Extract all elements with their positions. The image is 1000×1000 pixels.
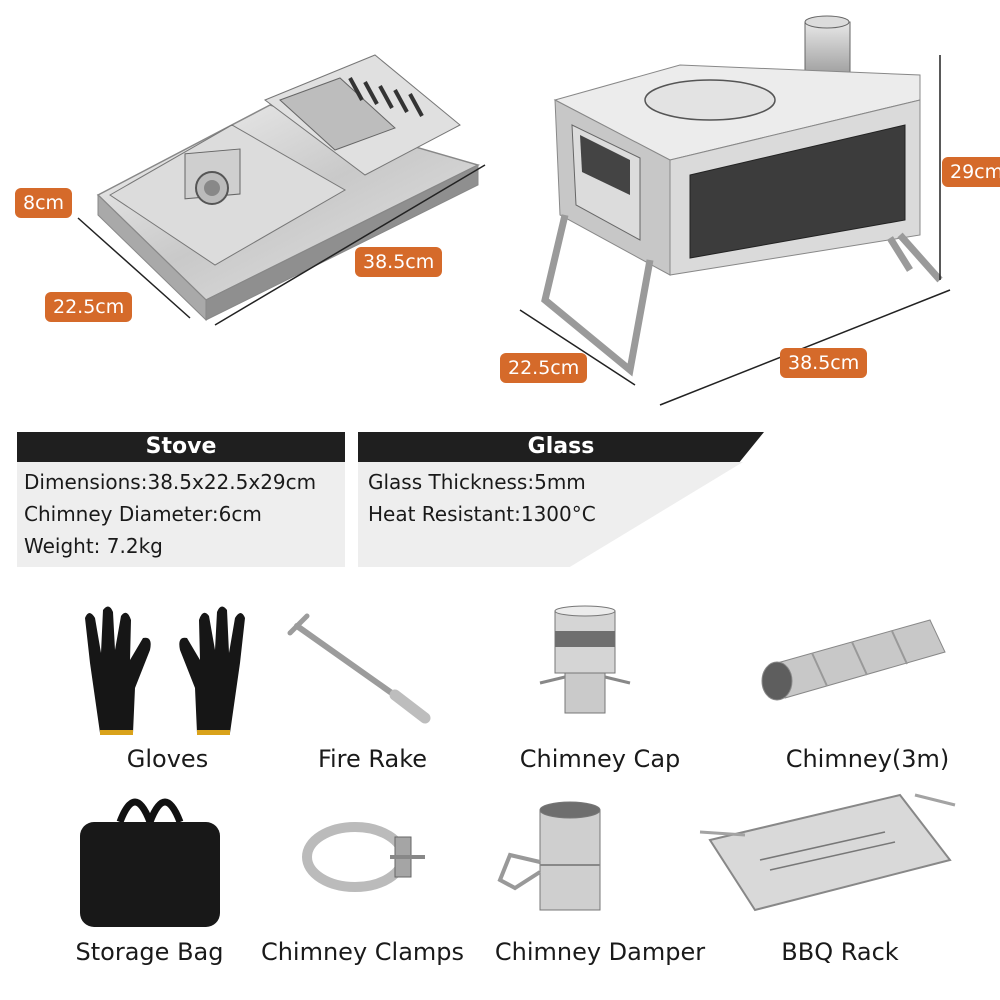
- bbq-rack-icon: [699, 793, 956, 912]
- accessory-label-gloves: Gloves: [126, 745, 209, 773]
- chimney-pipe-icon: [761, 619, 946, 701]
- chimney-damper-icon: [497, 801, 601, 911]
- stove-spec-chimney-diameter: Chimney Diameter:6cm: [24, 502, 262, 526]
- stove-spec-title: Stove: [17, 432, 345, 462]
- chimney-clamp-icon: [302, 822, 425, 892]
- stove-spec-dimensions: Dimensions:38.5x22.5x29cm: [24, 470, 317, 494]
- stove-height-badge: 29cm: [942, 157, 1000, 187]
- glass-spec-heat-resistant: Heat Resistant:1300°C: [368, 502, 596, 526]
- stove-spec-body: [17, 462, 345, 567]
- flat-width-badge: 22.5cm: [45, 292, 133, 322]
- flat-height-badge: 8cm: [15, 188, 73, 218]
- glass-spec-thickness: Glass Thickness:5mm: [368, 470, 586, 494]
- chimney-cap-icon: [539, 605, 631, 714]
- accessory-label-chimney-cap: Chimney Cap: [519, 745, 681, 773]
- glass-spec-title: Glass: [358, 432, 764, 462]
- gloves-icon: [85, 606, 245, 735]
- flat-length-badge: 38.5cm: [355, 247, 443, 277]
- storage-bag-icon: [80, 798, 220, 927]
- stove-width-badge: 22.5cm: [500, 353, 588, 383]
- folded-stove-image: [77, 54, 486, 326]
- stove-length-badge: 38.5cm: [780, 348, 868, 378]
- accessory-label-storage-bag: Storage Bag: [75, 938, 224, 966]
- accessory-label-chimney-damper: Chimney Damper: [494, 938, 706, 966]
- accessory-label-chimney-3m: Chimney(3m): [785, 745, 950, 773]
- stove-spec-weight: Weight: 7.2kg: [24, 534, 163, 558]
- accessory-label-bbq-rack: BBQ Rack: [781, 938, 899, 966]
- fire-rake-icon: [287, 613, 431, 724]
- assembled-stove-image: [519, 15, 951, 406]
- accessory-label-chimney-clamps: Chimney Clamps: [260, 938, 465, 966]
- accessory-label-fire-rake: Fire Rake: [317, 745, 428, 773]
